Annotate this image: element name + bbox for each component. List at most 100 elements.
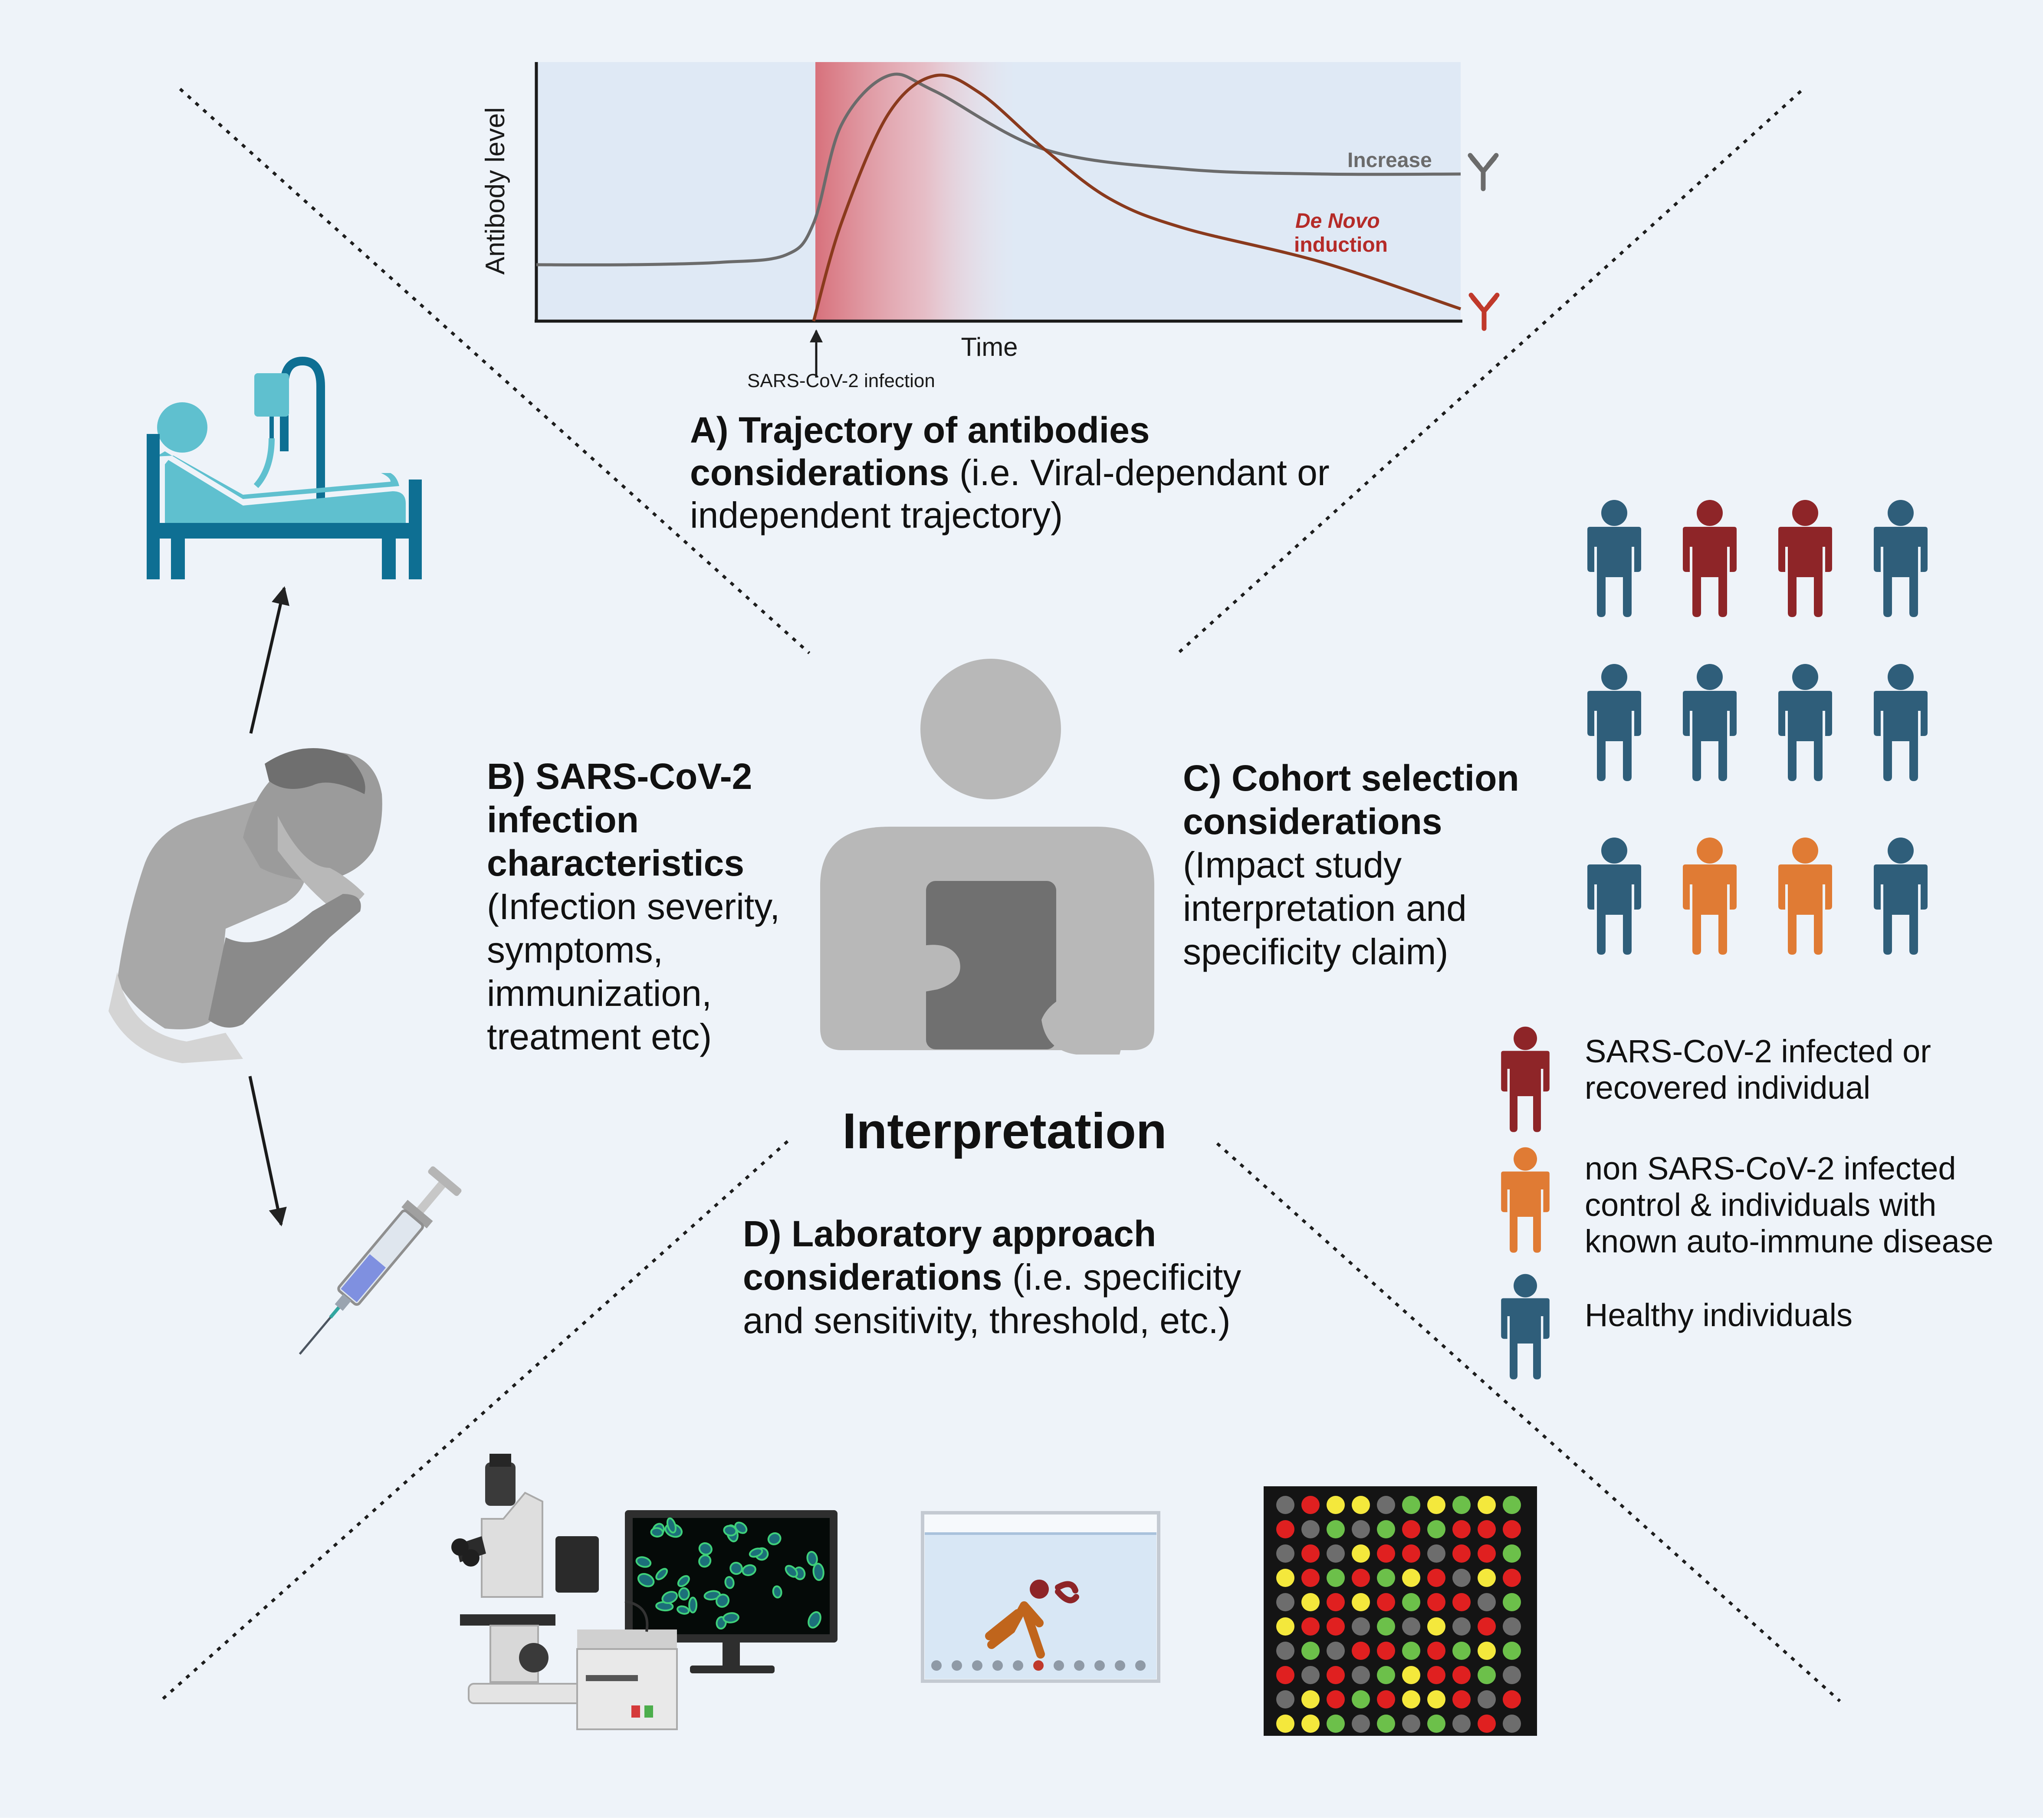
array-spot	[1478, 1569, 1496, 1587]
power-supply-button-red	[631, 1705, 640, 1718]
divider-bottom-left	[161, 1140, 789, 1700]
array-spot	[1402, 1520, 1420, 1538]
section-c-line2: considerations	[1183, 801, 1442, 842]
array-spot	[1427, 1617, 1445, 1636]
array-spot	[1352, 1544, 1370, 1563]
power-supply-button-green	[644, 1705, 653, 1718]
array-spot	[1452, 1593, 1471, 1611]
array-spot	[1301, 1569, 1320, 1587]
array-spot	[1352, 1642, 1370, 1660]
screen-cell	[703, 1590, 721, 1601]
section-a-line1: A) Trajectory of antibodies	[690, 410, 1150, 450]
section-d-line2-rest: (i.e. specificity	[1002, 1257, 1241, 1298]
array-spot	[1402, 1544, 1420, 1563]
array-spot	[1352, 1569, 1370, 1587]
interpretation-person-icon	[820, 659, 1154, 1055]
array-spot	[1352, 1593, 1370, 1611]
array-spot	[1327, 1690, 1345, 1708]
screen-cell	[785, 1565, 798, 1578]
screen-cell	[698, 1542, 713, 1556]
microscope-camera	[485, 1462, 516, 1506]
interpretation-label: Interpretation	[842, 1103, 1167, 1159]
array-spot	[1377, 1593, 1395, 1611]
array-spot	[1377, 1569, 1395, 1587]
array-spot	[1427, 1593, 1445, 1611]
array-spot	[1402, 1593, 1420, 1611]
screen-cell	[724, 1576, 735, 1589]
well-dot	[992, 1660, 1003, 1671]
monitor-stand	[690, 1666, 775, 1673]
antibody-icon-red	[1468, 292, 1500, 331]
array-spot	[1427, 1690, 1445, 1708]
array-spot	[1327, 1642, 1345, 1660]
elisa-well-icon	[921, 1511, 1160, 1683]
screen-cell	[723, 1612, 739, 1623]
array-spot	[1427, 1544, 1445, 1563]
array-spot	[1503, 1569, 1521, 1587]
array-spot	[1478, 1666, 1496, 1684]
array-spot	[1327, 1544, 1345, 1563]
array-spot	[1301, 1666, 1320, 1684]
array-spot	[1327, 1617, 1345, 1636]
clipboard	[926, 881, 1056, 1049]
section-a-line2-rest: (i.e. Viral-dependant or	[949, 452, 1329, 493]
section-b-line5: symptoms,	[487, 930, 663, 970]
array-spot	[1276, 1544, 1294, 1563]
section-c-line3: (Impact study	[1183, 844, 1402, 885]
divider-lines	[161, 88, 1841, 1702]
array-spot	[1402, 1496, 1420, 1514]
section-c-text: C) Cohort selection considerations (Impa…	[1183, 758, 1519, 972]
section-c-line1: C) Cohort selection	[1183, 758, 1519, 798]
array-spot	[1503, 1715, 1521, 1733]
screen-cell	[723, 1525, 737, 1537]
legend-infected-line1: SARS-CoV-2 infected or	[1585, 1033, 1931, 1069]
array-spot	[1452, 1690, 1471, 1708]
well-dot	[1074, 1660, 1084, 1671]
cable	[624, 1600, 649, 1632]
array-spot	[1427, 1666, 1445, 1684]
center-person-left-hand	[890, 945, 960, 998]
section-d-line3: and sensitivity, threshold, etc.)	[743, 1300, 1231, 1341]
array-spot	[1276, 1715, 1294, 1733]
array-spot	[1503, 1690, 1521, 1708]
series-label-de-novo: De Novo	[1295, 210, 1380, 233]
array-spot	[1301, 1544, 1320, 1563]
syringe-icon	[299, 1166, 462, 1355]
microscope-eyepiece-2	[462, 1549, 480, 1567]
array-spot	[1478, 1617, 1496, 1636]
screen-cell	[729, 1562, 743, 1575]
array-spot	[1352, 1666, 1370, 1684]
array-spot	[1427, 1520, 1445, 1538]
divider-bottom-right	[1216, 1142, 1841, 1702]
section-b-line3: characteristics	[487, 843, 744, 884]
well-dot	[1094, 1660, 1105, 1671]
legend-control-line3: known auto-immune disease	[1585, 1223, 1994, 1259]
legend-control-line1: non SARS-CoV-2 infected	[1585, 1150, 1956, 1186]
microscope-stage	[460, 1614, 555, 1626]
array-spot	[1402, 1690, 1420, 1708]
power-supply	[576, 1648, 678, 1730]
array-spot	[1452, 1520, 1471, 1538]
array-spot	[1402, 1569, 1420, 1587]
screen-cell	[635, 1556, 652, 1568]
section-d-text: D) Laboratory approach considerations (i…	[743, 1213, 1241, 1341]
array-spot	[1402, 1666, 1420, 1684]
screen-cell	[655, 1568, 668, 1580]
screen-cell	[734, 1521, 748, 1534]
array-spot	[1503, 1544, 1521, 1563]
array-spot	[1452, 1666, 1471, 1684]
microscope-camera-top	[489, 1454, 511, 1467]
array-spot	[1276, 1666, 1294, 1684]
array-spot	[1478, 1520, 1496, 1538]
array-spot	[1327, 1496, 1345, 1514]
array-spot	[1402, 1617, 1420, 1636]
well-dot	[1135, 1660, 1146, 1671]
array-spot	[1478, 1715, 1496, 1733]
screen-cell	[666, 1517, 677, 1534]
section-d-line2-bold: considerations	[743, 1257, 1002, 1298]
microscope-body	[481, 1491, 543, 1598]
array-spot	[1402, 1715, 1420, 1733]
array-spot	[1276, 1520, 1294, 1538]
microscope-eyepiece-1	[451, 1538, 469, 1556]
